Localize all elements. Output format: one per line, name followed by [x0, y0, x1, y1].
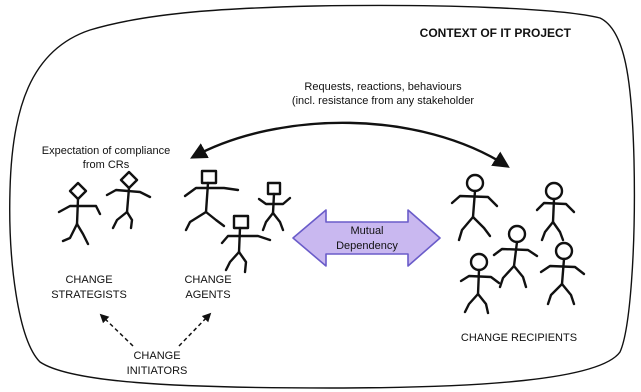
mutual-dependency-arrow — [292, 209, 441, 267]
change-strategists-figures — [57, 170, 152, 246]
expectation-label-line2: from CRs — [83, 159, 130, 171]
square-head-icon — [266, 181, 282, 196]
mutual-dependency-line1: Mutual — [350, 225, 383, 237]
round-head-icon — [465, 173, 485, 193]
title: CONTEXT OF IT PROJECT — [420, 26, 572, 40]
agents-label-line2: AGENTS — [185, 289, 230, 301]
expectation-label-line1: Expectation of compliance — [42, 145, 170, 157]
change-recipients-figures — [450, 173, 586, 315]
round-head-icon — [469, 252, 489, 272]
strategists-label-line1: CHANGE — [65, 274, 112, 286]
round-head-icon — [507, 224, 527, 244]
requests-label-line1: Requests, reactions, behaviours — [304, 81, 462, 93]
initiators-label-line2: INITIATORS — [127, 365, 188, 377]
initiators-label-line1: CHANGE — [133, 350, 180, 362]
mutual-dependency-line2: Dependency — [336, 240, 398, 252]
diamond-head-icon — [68, 181, 88, 201]
change-agents-figures — [183, 169, 292, 274]
agents-label-line1: CHANGE — [184, 274, 231, 286]
strategists-label-line2: STRATEGISTS — [51, 289, 127, 301]
recipients-label: CHANGE RECIPIENTS — [461, 332, 577, 344]
diamond-head-icon — [119, 170, 139, 190]
round-head-icon — [544, 181, 564, 201]
round-head-icon — [554, 241, 574, 261]
context-boundary — [9, 4, 636, 389]
requests-label-line2: (incl. resistance from any stakeholder — [292, 95, 475, 107]
initiators-to-strategists-arrow — [99, 313, 134, 347]
square-head-icon — [200, 169, 218, 185]
initiators-to-agents-arrow — [178, 312, 212, 347]
requests-arrow — [190, 121, 510, 168]
square-head-icon — [232, 214, 250, 230]
